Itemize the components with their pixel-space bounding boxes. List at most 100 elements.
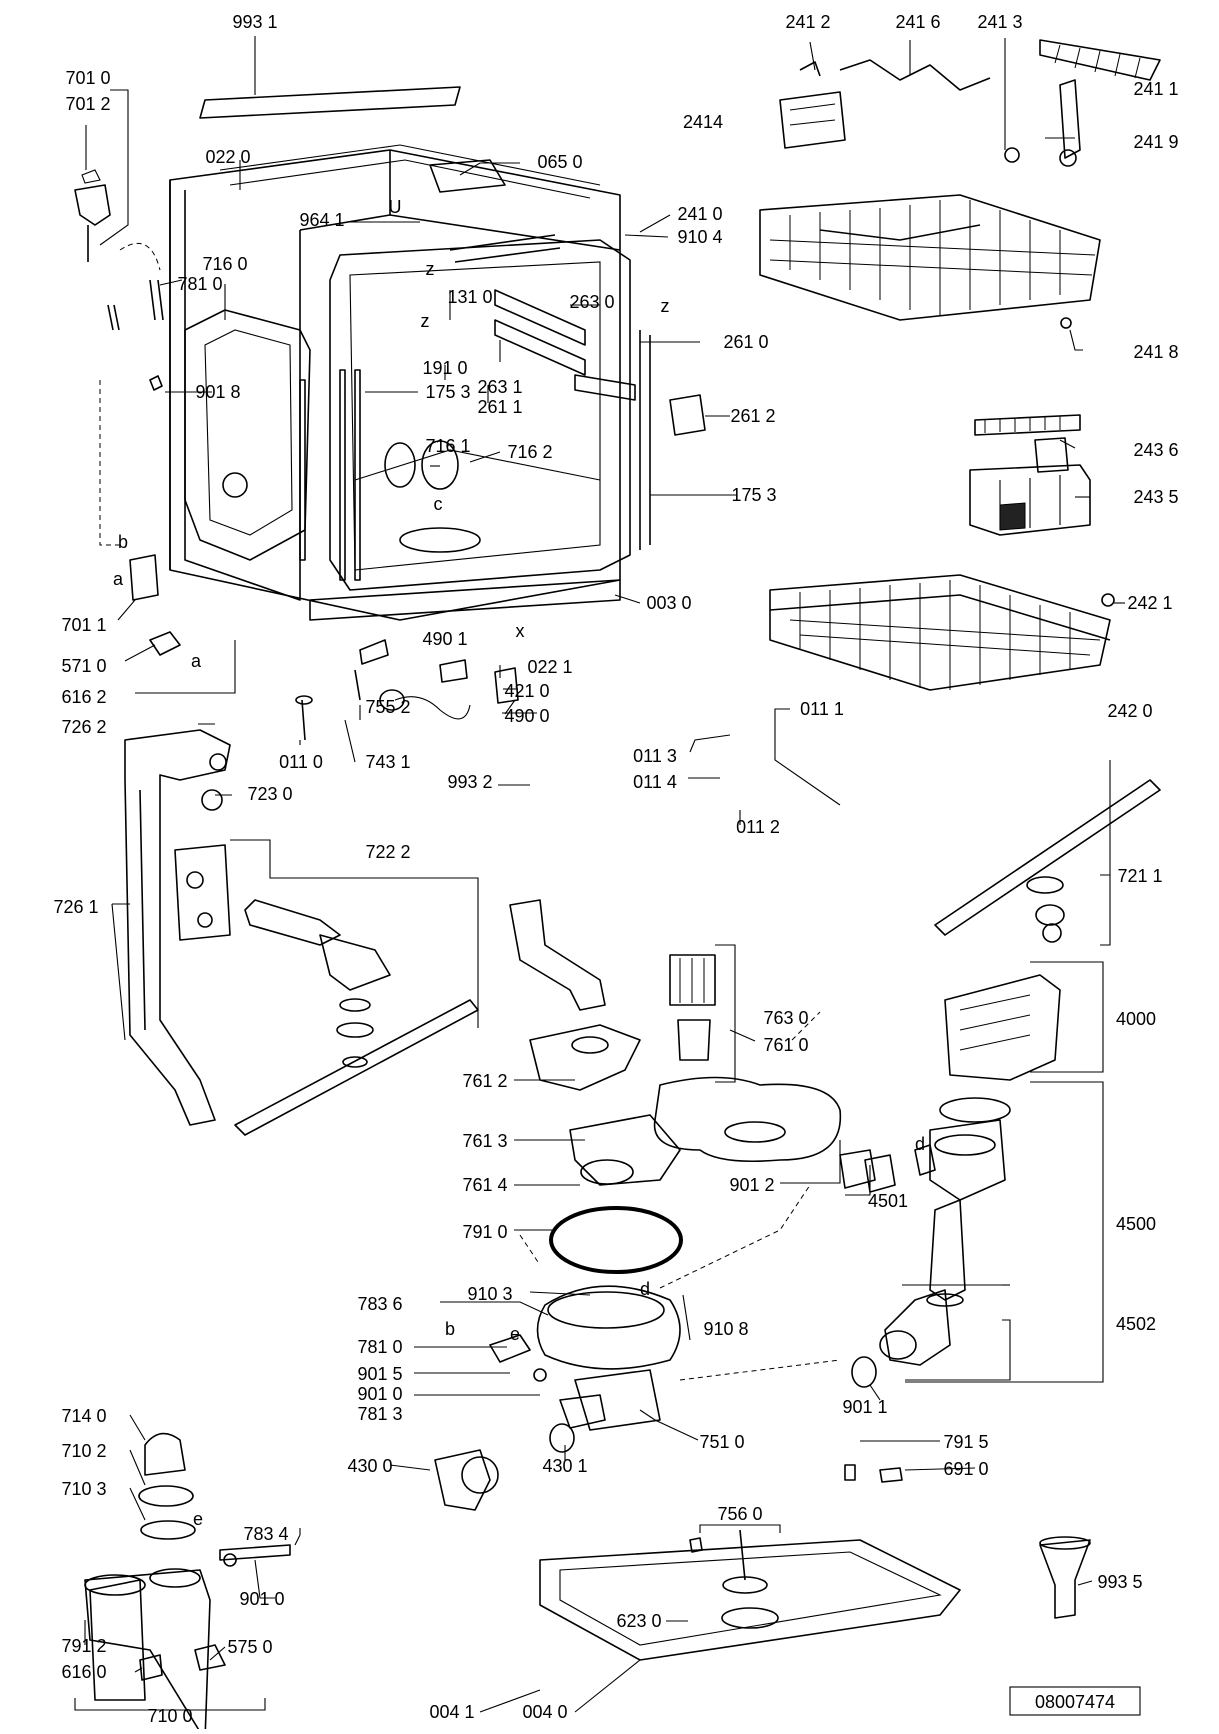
- part-label: 783 4: [243, 1524, 288, 1544]
- part-label: 714 0: [61, 1406, 106, 1426]
- assembly-marker: b: [445, 1319, 455, 1339]
- part-label: 791 2: [61, 1636, 106, 1656]
- part-label: 011 3: [633, 746, 677, 766]
- spray-pipe-and-lower-arm: [124, 729, 479, 1136]
- assembly-marker: b: [118, 532, 128, 552]
- part-label: 901 2: [729, 1175, 774, 1195]
- part-label: 623 0: [616, 1611, 661, 1631]
- heater-and-drain: [839, 974, 1061, 1388]
- assembly-marker: z: [426, 259, 435, 279]
- assembly-marker: c: [434, 494, 443, 514]
- part-label: 004 0: [522, 1702, 567, 1722]
- part-label: 910 3: [467, 1284, 512, 1304]
- assembly-marker: z: [661, 296, 670, 316]
- part-label: 242 1: [1127, 593, 1172, 613]
- part-label: 575 0: [227, 1637, 272, 1657]
- part-label: 4502: [1116, 1314, 1156, 1334]
- part-label: 993 5: [1097, 1572, 1142, 1592]
- part-label: 781 0: [177, 274, 222, 294]
- part-label: 616 0: [61, 1662, 106, 1682]
- part-label: 716 1: [425, 436, 470, 456]
- part-label: 701 0: [65, 68, 110, 88]
- part-label: 175 3: [731, 485, 776, 505]
- part-label: 065 0: [537, 152, 582, 172]
- assembly-marker: a: [191, 651, 202, 671]
- part-label: 261 2: [730, 406, 775, 426]
- part-label: 763 0: [763, 1008, 808, 1028]
- part-label: 761 0: [763, 1035, 808, 1055]
- upper-spray-arm: [934, 779, 1161, 943]
- part-label: 761 3: [462, 1131, 507, 1151]
- part-label: 421 0: [504, 681, 549, 701]
- part-label: 723 0: [247, 784, 292, 804]
- part-label: 011 1: [800, 699, 844, 719]
- part-label: 791 5: [943, 1432, 988, 1452]
- part-label: 710 0: [147, 1706, 192, 1726]
- part-label: 993 2: [447, 772, 492, 792]
- cutlery-basket: [969, 414, 1091, 536]
- part-label: 263 1: [477, 377, 522, 397]
- part-label: 022 1: [527, 657, 572, 677]
- part-label: 901 0: [357, 1384, 402, 1404]
- part-label: 241 1: [1133, 79, 1178, 99]
- lower-rack: [769, 574, 1115, 691]
- part-label: 241 0: [677, 204, 722, 224]
- leader-lines: [74, 36, 1125, 1713]
- assembly-marker: e: [510, 1324, 520, 1344]
- part-label: 710 3: [61, 1479, 106, 1499]
- part-label: 901 0: [239, 1589, 284, 1609]
- part-label: 261 1: [477, 397, 522, 417]
- part-label: 783 6: [357, 1294, 402, 1314]
- drawing-code-box: [1009, 1686, 1141, 1716]
- part-label: 964 1: [299, 210, 344, 230]
- assembly-marker: a: [113, 569, 124, 589]
- part-label: 901 5: [357, 1364, 402, 1384]
- part-label: 011 0: [279, 752, 323, 772]
- assembly-marker: x: [516, 621, 525, 641]
- part-label: 761 4: [462, 1175, 507, 1195]
- part-label: 791 0: [462, 1222, 507, 1242]
- supply-hoses-left: [74, 169, 181, 656]
- part-label: 263 0: [569, 292, 614, 312]
- part-label: 003 0: [646, 593, 691, 613]
- rack-accessories: [779, 39, 1161, 329]
- part-label: 4000: [1116, 1009, 1156, 1029]
- part-label: 430 1: [542, 1456, 587, 1476]
- part-label: 131 0: [447, 287, 492, 307]
- assembly-marker: d: [640, 1279, 650, 1299]
- part-label: 722 2: [365, 842, 410, 862]
- part-label: 241 2: [785, 12, 830, 32]
- part-label: 616 2: [61, 687, 106, 707]
- part-label: 241 3: [977, 12, 1022, 32]
- part-label: 243 6: [1133, 440, 1178, 460]
- drawing-code: 08007474: [1035, 1692, 1115, 1712]
- part-label: 490 0: [504, 706, 549, 726]
- assembly-marker: z: [421, 311, 430, 331]
- upper-rack: [759, 194, 1101, 321]
- part-label: 243 5: [1133, 487, 1178, 507]
- part-label: 710 2: [61, 1441, 106, 1461]
- part-label: 726 2: [61, 717, 106, 737]
- part-label: 2414: [683, 112, 723, 132]
- part-label: 701 2: [65, 94, 110, 114]
- part-label: 011 2: [736, 817, 780, 837]
- part-label: 761 2: [462, 1071, 507, 1091]
- part-label: 716 2: [507, 442, 552, 462]
- part-label: 993 1: [232, 12, 277, 32]
- assembly-marker: e: [193, 1509, 203, 1529]
- part-label: 4501: [868, 1191, 908, 1211]
- part-label: 571 0: [61, 656, 106, 676]
- part-label: 901 1: [842, 1397, 887, 1417]
- part-label: 4500: [1116, 1214, 1156, 1234]
- part-label: 910 8: [703, 1319, 748, 1339]
- part-label: 430 0: [347, 1456, 392, 1476]
- assembly-marker: d: [915, 1134, 925, 1154]
- part-label: 726 1: [53, 897, 98, 917]
- part-label: 241 8: [1133, 342, 1178, 362]
- part-label: 175 3: [425, 382, 470, 402]
- part-label: 751 0: [699, 1432, 744, 1452]
- electrical-parts: [295, 639, 519, 741]
- part-label: 004 1: [429, 1702, 474, 1722]
